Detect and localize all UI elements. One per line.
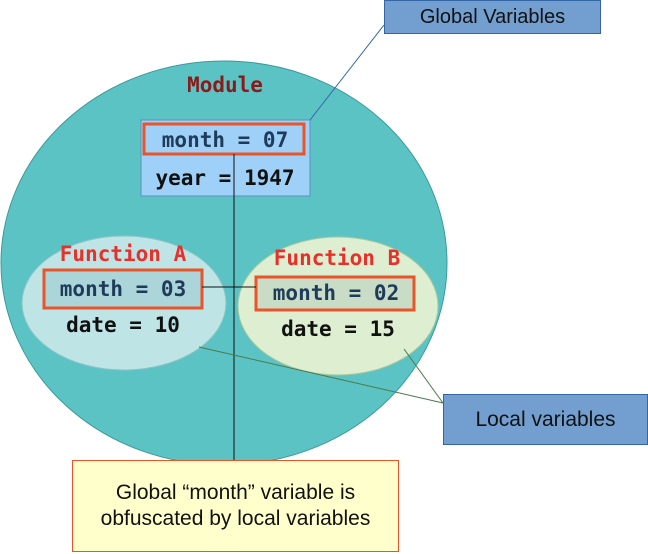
- global-month-highlight: [142, 122, 306, 156]
- function-a-date-label: date = 10: [66, 313, 180, 337]
- function-b-title: Function B: [274, 246, 400, 270]
- function-a-title: Function A: [60, 242, 187, 266]
- module-title: Module: [187, 73, 263, 97]
- function-b-date-label: date = 15: [281, 317, 395, 341]
- function-b-month-label: month = 02: [273, 281, 399, 305]
- global-callout-pointer: [309, 24, 385, 121]
- global-variables-callout-text: Global Variables: [419, 5, 566, 28]
- obfuscation-note-text: Global “month” variable is obfuscated by…: [100, 481, 371, 530]
- obfuscation-note-callout: Global “month” variable is obfuscated by…: [72, 460, 399, 552]
- function-a-month-label: month = 03: [60, 277, 186, 301]
- local-callout-pointer-b: [403, 348, 444, 404]
- global-variables-callout: Global Variables: [384, 0, 601, 34]
- local-callout-pointer-a: [198, 346, 444, 404]
- local-variables-callout-text: Local variables: [475, 407, 616, 431]
- function-a-month-highlight: [42, 268, 204, 310]
- global-year-label: year = 1947: [155, 166, 294, 190]
- global-month-label: month = 07: [162, 128, 288, 152]
- function-b-month-highlight: [254, 275, 416, 312]
- local-variables-callout: Local variables: [443, 394, 648, 445]
